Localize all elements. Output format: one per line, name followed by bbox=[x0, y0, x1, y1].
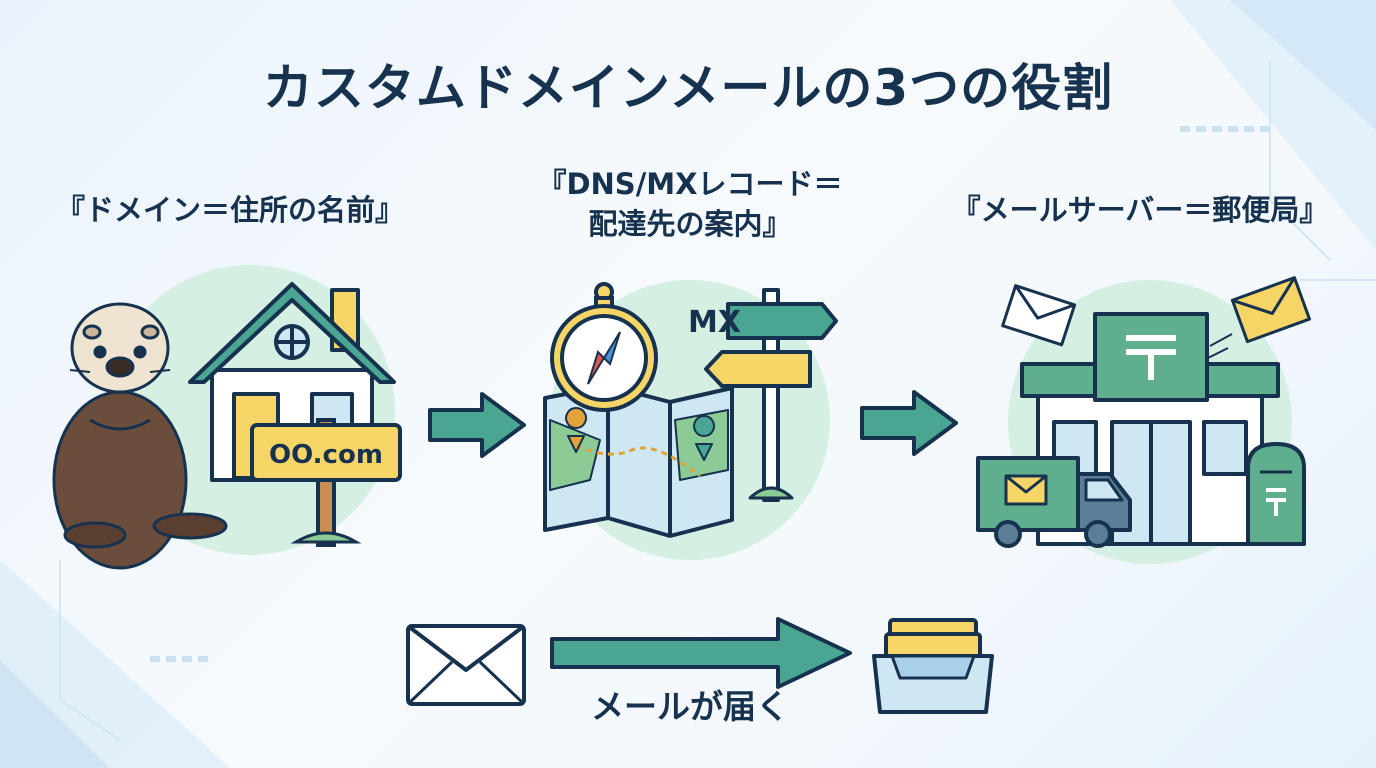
inbox-tray-icon bbox=[872, 618, 994, 714]
role-label-domain: 『ドメイン＝住所の名前』 bbox=[20, 190, 440, 230]
envelope-icon bbox=[406, 624, 526, 706]
role-label-server-line-1: 『メールサーバー＝郵便局』 bbox=[951, 193, 1329, 227]
postbox-icon bbox=[1246, 442, 1306, 546]
domain-illustration: OO.com bbox=[52, 265, 402, 570]
long-arrow-right-icon bbox=[550, 617, 852, 689]
delivery-truck-icon bbox=[976, 456, 1132, 548]
mx-label: MX bbox=[688, 305, 741, 340]
dns-illustration: MX bbox=[543, 280, 838, 560]
role-label-dns-line-2: 配達先の案内』 bbox=[588, 207, 792, 241]
role-label-domain-line-1: 『ドメイン＝住所の名前』 bbox=[55, 193, 404, 227]
map-icon bbox=[543, 384, 734, 538]
delivery-label: メールが届く bbox=[591, 687, 789, 726]
role-label-dns: 『DNS/MXレコード＝ 配達先の案内』 bbox=[480, 164, 900, 244]
arrow-right-icon bbox=[860, 390, 958, 456]
page-title: カスタムドメインメールの3つの役割 bbox=[262, 59, 1114, 117]
otter-mascot-icon bbox=[52, 302, 228, 570]
arrow-right-icon bbox=[428, 392, 526, 458]
mail-server-illustration bbox=[976, 276, 1311, 564]
compass-icon bbox=[550, 282, 658, 412]
signpost-icon bbox=[704, 288, 838, 502]
domain-sign: OO.com bbox=[250, 418, 402, 547]
domain-sign-text: OO.com bbox=[269, 440, 383, 470]
role-label-server: 『メールサーバー＝郵便局』 bbox=[920, 190, 1360, 230]
role-label-dns-line-1: 『DNS/MXレコード＝ bbox=[537, 167, 843, 201]
